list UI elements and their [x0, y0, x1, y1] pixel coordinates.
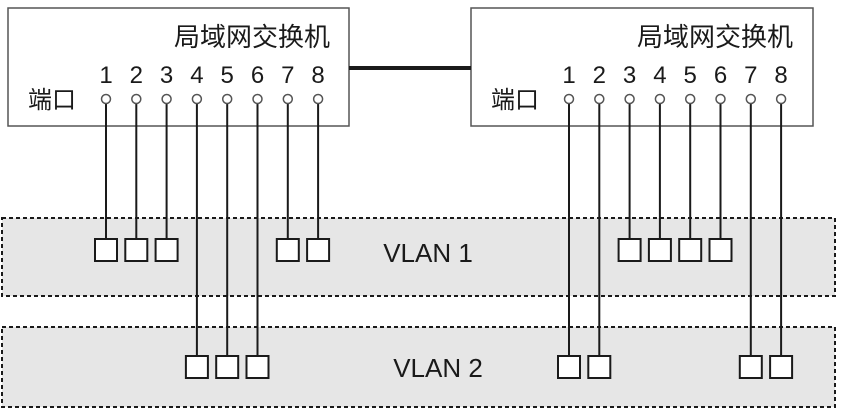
right-port-8-number: 8	[774, 62, 787, 89]
left-port-8-number: 8	[311, 62, 324, 89]
left-port-2-vlan-node	[124, 238, 149, 262]
right-port-6-number: 6	[714, 62, 727, 89]
right-port-3-number: 3	[623, 62, 636, 89]
right-port-1-vlan-node	[557, 355, 581, 379]
right-port-7-vlan-node	[738, 355, 763, 379]
left-port-4-number: 4	[190, 62, 203, 89]
right-port-8-vlan-node	[769, 355, 794, 379]
left-port-1-connector	[100, 93, 112, 105]
right-port-4-number: 4	[653, 62, 666, 89]
right-port-2-connector	[594, 93, 605, 105]
left-port-6-number: 6	[251, 62, 264, 89]
left-port-7-number: 7	[281, 62, 294, 89]
right-port-5-connector	[684, 93, 696, 105]
switch-left-title: 局域网交换机	[174, 23, 330, 53]
right-port-5-number: 5	[684, 62, 697, 89]
left-port-3-vlan-node	[154, 238, 179, 262]
left-port-1-number: 1	[99, 62, 112, 89]
right-port-5-vlan-node	[678, 238, 703, 262]
right-port-7-number: 7	[744, 62, 757, 89]
vlan-1-label: VLAN 1	[383, 238, 473, 268]
left-port-8-vlan-node	[306, 238, 331, 262]
right-port-6-connector	[715, 93, 726, 105]
right-port-1-number: 1	[562, 62, 575, 89]
left-port-7-connector	[282, 93, 294, 105]
right-port-2-vlan-node	[587, 355, 612, 379]
left-port-5-vlan-node	[215, 355, 240, 379]
vlan-2-label: VLAN 2	[393, 353, 483, 383]
right-port-3-vlan-node	[617, 238, 642, 262]
left-port-1-vlan-node	[94, 238, 118, 262]
left-port-8-connector	[312, 93, 324, 105]
switch-left-port-label: 端口	[28, 86, 76, 114]
vlan-2-region	[1, 326, 836, 408]
switch-right-title: 局域网交换机	[637, 23, 793, 53]
left-port-6-connector	[252, 93, 263, 105]
switch-right-port-label: 端口	[491, 86, 539, 114]
right-port-1-connector	[563, 93, 575, 105]
left-port-3-number: 3	[160, 62, 173, 89]
switch-right-body	[470, 7, 814, 127]
left-port-3-connector	[161, 93, 172, 105]
left-port-6-vlan-node	[245, 355, 270, 379]
right-port-6-vlan-node	[708, 238, 733, 262]
right-port-2-number: 2	[593, 62, 606, 89]
left-port-5-connector	[221, 93, 233, 105]
left-port-2-connector	[131, 93, 142, 105]
left-port-5-number: 5	[221, 62, 234, 89]
right-port-8-connector	[775, 93, 787, 105]
left-port-7-vlan-node	[275, 238, 300, 262]
right-port-4-vlan-node	[647, 238, 672, 262]
left-port-4-connector	[191, 93, 203, 105]
switch-left-body	[7, 7, 350, 127]
left-port-2-number: 2	[130, 62, 143, 89]
left-port-4-vlan-node	[184, 355, 209, 379]
right-port-7-connector	[745, 93, 757, 105]
right-port-3-connector	[624, 93, 635, 105]
right-port-4-connector	[654, 93, 666, 105]
